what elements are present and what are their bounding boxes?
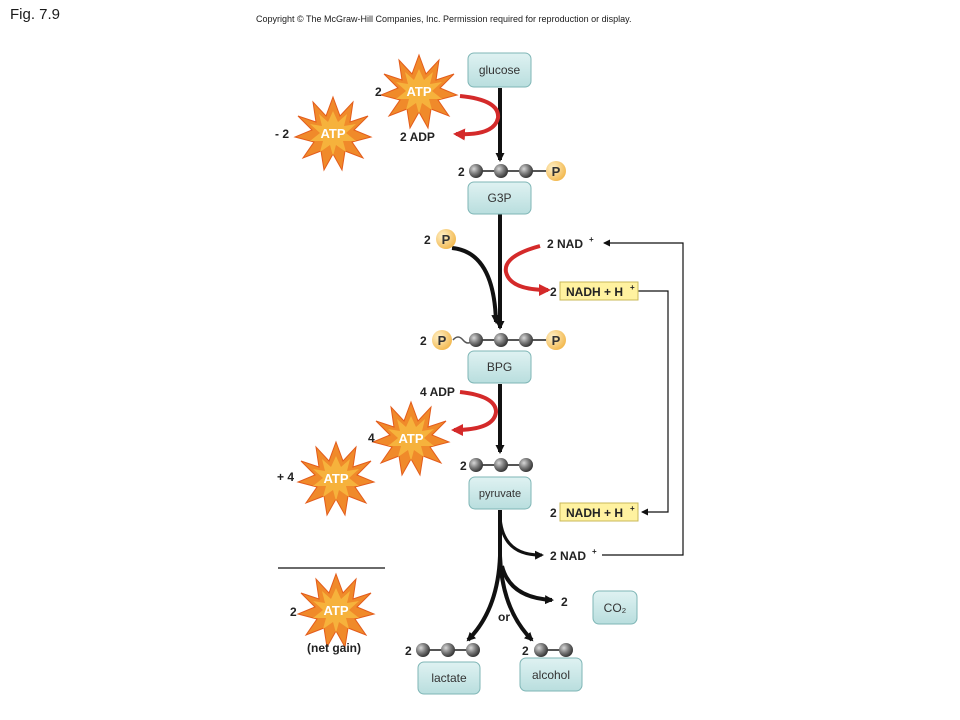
nadh-plus-sign-1: +: [630, 283, 635, 292]
pyruvate-label: pyruvate: [479, 488, 521, 500]
g3p-carbon-chain: P: [469, 161, 566, 181]
label-2-nad-2-plus: +: [592, 547, 597, 556]
bpg-phosphate-left-label: P: [438, 333, 447, 348]
co2-arrow: [500, 565, 554, 605]
label-2-nad-2: 2 NAD +: [550, 547, 597, 563]
atp-investment-arrow: [453, 94, 501, 141]
nadh-box-1: NADH + H +: [559, 281, 639, 301]
coef-atp-minus: - 2: [275, 127, 289, 141]
co2-label: CO₂: [604, 601, 627, 615]
bpg-phosphate-left: P: [432, 330, 452, 350]
coef-atp-plus: + 4: [277, 470, 294, 484]
glucose-label: glucose: [479, 63, 521, 77]
lactate-box: lactate: [417, 661, 481, 695]
nadh-transfer-line: [638, 290, 669, 516]
coef-nadh-1: 2: [550, 285, 557, 299]
atp-burst-investment: ATP: [380, 54, 458, 129]
alcohol-label: alcohol: [532, 668, 570, 682]
atp-burst-minus: ATP: [294, 96, 372, 171]
g3p-label: G3P: [487, 191, 511, 205]
coef-pyruvate: 2: [460, 459, 467, 473]
coef-atp-out: 4: [368, 431, 375, 445]
figure-label: Fig. 7.9: [10, 6, 61, 23]
coef-atp-in: 2: [375, 85, 382, 99]
atp-burst-plus: ATP: [297, 441, 375, 516]
bpg-box: BPG: [467, 350, 532, 384]
label-4-adp: 4 ADP: [420, 385, 455, 399]
coef-bpg: 2: [420, 334, 427, 348]
copyright-notice: Copyright © The McGraw-Hill Companies, I…: [256, 14, 632, 24]
nad-return-line: [602, 239, 684, 556]
nad-regeneration-arrow: [498, 515, 544, 560]
label-2-nad-1-plus: +: [589, 235, 594, 244]
coef-alcohol: 2: [522, 644, 529, 658]
atp-burst-net: ATP: [297, 573, 375, 648]
atp-label-payoff: ATP: [398, 431, 423, 446]
g3p-box: G3P: [467, 181, 532, 215]
nadh-plus-sign-2: +: [630, 504, 635, 513]
nadh-box-2: NADH + H +: [559, 502, 639, 522]
alcohol-carbon-chain: [534, 643, 573, 657]
nadh-label-2: NADH + H: [566, 506, 623, 520]
label-2-nad-2-text: 2 NAD: [550, 549, 586, 563]
lactate-carbon-chain: [416, 643, 480, 657]
atp-payoff-arrow: [451, 390, 499, 436]
label-or: or: [498, 610, 510, 624]
lactate-label: lactate: [431, 671, 467, 685]
atp-label-net: ATP: [323, 603, 348, 618]
lactate-arrow: [466, 555, 502, 642]
nadh-label-1: NADH + H: [566, 285, 623, 299]
glucose-box: glucose: [467, 52, 532, 88]
co2-box: CO₂: [592, 590, 638, 625]
bpg-phosphate-right-label: P: [552, 333, 561, 348]
free-phosphate: P: [436, 229, 456, 249]
atp-label-investment: ATP: [406, 84, 431, 99]
label-2-nad-1-text: 2 NAD: [547, 237, 583, 251]
coef-g3p: 2: [458, 165, 465, 179]
coef-net: 2: [290, 605, 297, 619]
g3p-phosphate-label: P: [552, 164, 561, 179]
pyruvate-carbon-chain: [469, 458, 533, 472]
atp-label-minus: ATP: [320, 126, 345, 141]
label-2-adp: 2 ADP: [400, 130, 435, 144]
coef-lactate: 2: [405, 644, 412, 658]
g3p-phosphate: P: [546, 161, 566, 181]
bpg-phosphate-right: P: [546, 330, 566, 350]
phosphate-in-arrow: [451, 246, 501, 324]
coef-co2: 2: [561, 595, 568, 609]
coef-p-in: 2: [424, 233, 431, 247]
bpg-label: BPG: [487, 360, 512, 374]
atp-burst-payoff: ATP: [372, 401, 450, 476]
coef-nadh-2: 2: [550, 506, 557, 520]
alcohol-box: alcohol: [519, 657, 583, 692]
label-2-nad-1: 2 NAD +: [547, 235, 594, 251]
atp-label-plus: ATP: [323, 471, 348, 486]
free-phosphate-label: P: [442, 232, 451, 247]
bpg-carbon-chain: P P: [432, 330, 566, 350]
label-net-gain: (net gain): [307, 641, 361, 655]
pyruvate-box: pyruvate: [468, 476, 532, 510]
nad-reduction-arrow: [503, 244, 551, 296]
